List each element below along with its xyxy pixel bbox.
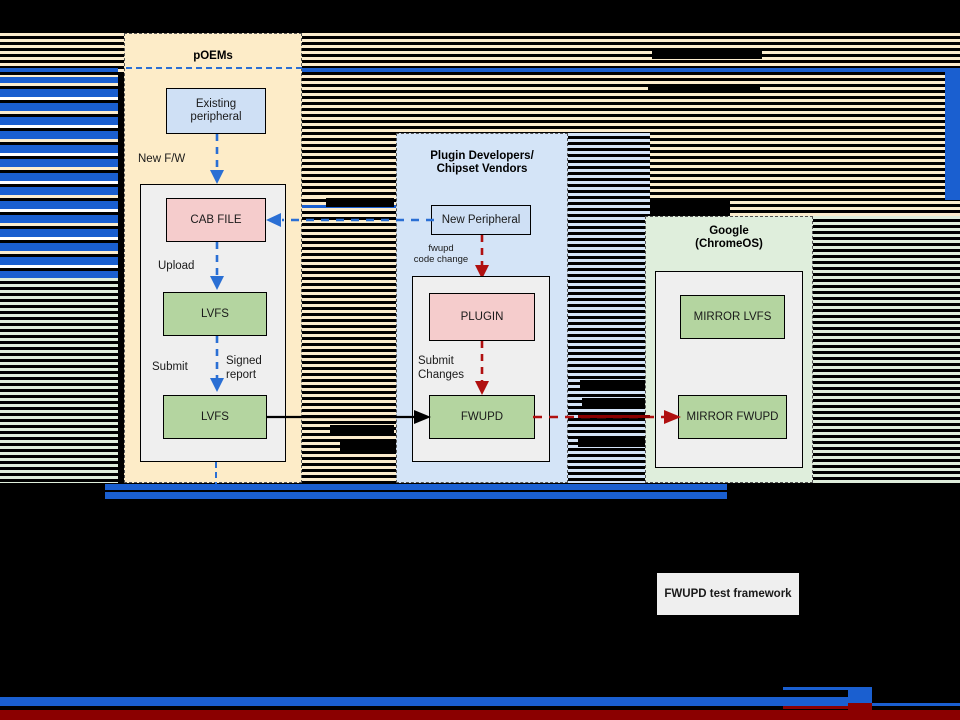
node-mirror-fwupd: MIRROR FWUPD <box>678 395 787 439</box>
glitch-redaction-2 <box>648 84 760 93</box>
glitch-redaction-8 <box>578 437 648 447</box>
node-plugin: PLUGIN <box>429 293 535 341</box>
poems-divider-dashed-line <box>126 67 302 69</box>
glitch-redaction-7 <box>582 398 648 408</box>
glitch-stripe-band-mid-blue <box>568 133 650 483</box>
glitch-redaction-1 <box>652 50 762 59</box>
glitch-redaction-4 <box>330 425 394 434</box>
glitch-blue-bar-bottom-1 <box>105 484 727 490</box>
arrow-submit-signed <box>210 336 224 392</box>
label-signed-report-line1: Signed <box>226 355 262 367</box>
node-existing-peripheral: Existing peripheral <box>166 88 266 134</box>
glitch-stripe-band-right-cream <box>730 33 960 216</box>
label-submit-changes-line2: Changes <box>418 369 465 381</box>
label-submit-changes-line1: Submit <box>418 355 454 367</box>
glitch-stripe-band-mid-cream <box>300 196 398 484</box>
label-upload: Upload <box>158 260 195 272</box>
glitch-black-notch-footer <box>872 697 960 703</box>
glitch-redaction-6 <box>580 380 648 390</box>
arrow-upload <box>210 242 224 290</box>
label-signed-report-line2: report <box>226 369 257 381</box>
glitch-red-overlay-segment <box>578 415 650 418</box>
node-mirror-lvfs: MIRROR LVFS <box>680 295 785 339</box>
glitch-blue-line-2 <box>0 68 118 72</box>
node-existing-peripheral-line2: peripheral <box>190 111 242 123</box>
glitch-redaction-3 <box>326 198 394 207</box>
label-new-fw: New F/W <box>138 153 186 165</box>
glitch-red-bar-footer-2 <box>848 703 872 713</box>
glitch-blue-line-1 <box>300 68 960 72</box>
node-fwupd: FWUPD <box>429 395 535 439</box>
node-existing-peripheral-line1: Existing <box>195 98 237 110</box>
panel-google-title-line1: Google <box>709 225 749 237</box>
label-fwupd-code-change-line1: fwupd <box>428 243 454 254</box>
glitch-redaction-5 <box>340 442 396 451</box>
glitch-blue-bar-bottom-2 <box>105 492 727 499</box>
arrow-new-fw <box>210 134 224 184</box>
node-lvfs-upload: LVFS <box>163 292 267 336</box>
glitch-black-fill-bottom <box>0 499 960 720</box>
label-submit: Submit <box>152 361 188 373</box>
glitch-blue-bar-footer-2 <box>848 687 872 699</box>
node-lvfs-submit: LVFS <box>163 395 267 439</box>
glitch-blue-bar-footer-1 <box>783 687 868 690</box>
label-fwupd-code-change-line2: code change <box>413 254 469 265</box>
glitch-red-bar-footer-3 <box>0 710 960 720</box>
panel-poems-title: pOEMs <box>193 50 233 62</box>
node-new-peripheral: New Peripheral <box>431 205 531 235</box>
panel-plugin-developers-title-line2: Chipset Vendors <box>436 163 528 175</box>
arrow-submit-changes <box>475 341 489 395</box>
node-cab-file: CAB FILE <box>166 198 266 242</box>
panel-plugin-developers-title-line1: Plugin Developers/ <box>430 150 534 162</box>
arrow-lvfs-to-fwupd <box>267 410 431 424</box>
poems-bottom-dashed-line <box>215 462 217 488</box>
glitch-blue-block-right <box>945 70 960 200</box>
glitch-red-bar-footer-1 <box>783 706 868 709</box>
glitch-stripe-band-left-blue <box>0 75 118 280</box>
node-fwupd-test-framework: FWUPD test framework <box>657 573 799 615</box>
glitch-blue-bar-footer-3 <box>0 697 960 706</box>
arrow-fwupd-code-change <box>475 235 489 279</box>
glitch-stripe-band-left-green <box>0 278 118 483</box>
arrow-new-peripheral-to-cab <box>266 213 434 227</box>
panel-google-title-line2: (ChromeOS) <box>695 238 763 250</box>
glitch-stripe-band-right-green <box>812 216 960 483</box>
